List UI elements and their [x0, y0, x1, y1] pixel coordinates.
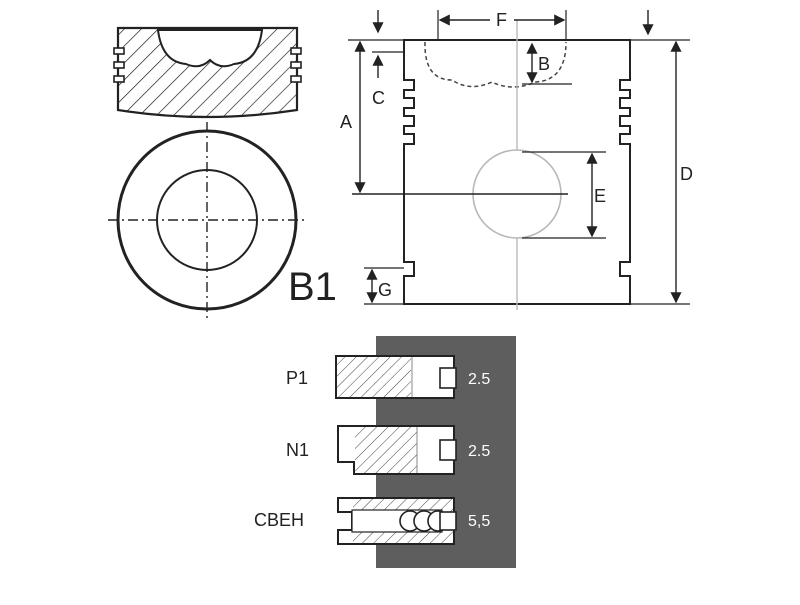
dimension-a: A [340, 39, 404, 194]
dimension-d: D [630, 39, 693, 305]
ring-value-n1: 2.5 [468, 443, 490, 460]
ring-value-cbeh: 5,5 [468, 513, 490, 530]
model-code-label: B1 [288, 265, 337, 309]
ring-profile-n1 [337, 425, 457, 475]
ring-profile-p1 [335, 355, 457, 399]
dim-label-g: G [378, 280, 392, 300]
dim-label-a: A [340, 112, 352, 132]
ring-label-cbeh: CBEH [254, 510, 304, 530]
ring-value-p1: 2.5 [468, 371, 490, 388]
dimension-b: B [522, 42, 572, 85]
dimension-e: E [522, 151, 606, 239]
dim-label-f: F [496, 10, 507, 30]
dimension-c: C [372, 10, 404, 108]
ring-label-p1: P1 [286, 368, 308, 388]
piston-top-view [108, 122, 306, 318]
ring-profile-cbeh [337, 497, 457, 545]
dim-label-e: E [594, 186, 606, 206]
dim-label-b: B [538, 54, 550, 74]
dim-label-c: C [372, 88, 385, 108]
piston-section-view [113, 26, 302, 119]
dimension-g: G [364, 267, 404, 305]
ring-label-n1: N1 [286, 440, 309, 460]
piston-side-view [352, 20, 631, 310]
dimension-f: F [437, 10, 567, 40]
dim-label-d: D [680, 164, 693, 184]
